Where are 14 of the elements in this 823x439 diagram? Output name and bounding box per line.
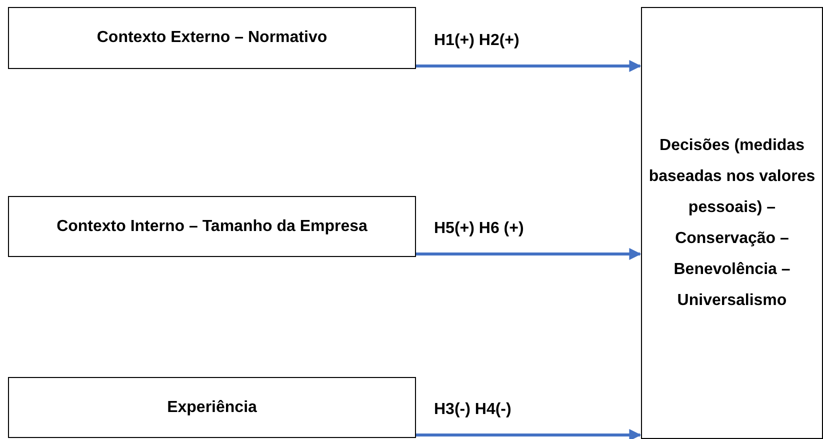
factor-box xyxy=(8,7,416,69)
arrow xyxy=(416,60,642,72)
edge-label: H5(+) H6 (+) xyxy=(432,220,526,238)
outcome-box xyxy=(641,7,823,439)
edge-label: H3(-) H4(-) xyxy=(432,401,514,419)
factor-box xyxy=(8,196,416,257)
arrow xyxy=(416,429,642,439)
node-text: Contexto Interno – Tamanho da Empresa xyxy=(56,216,368,236)
node-text: Decisões (medidas baseadas nos valores pessoais) – Conservação – Benevolência – Universalismo xyxy=(648,136,816,311)
factor-box xyxy=(8,377,416,438)
edge-label: H1(+) H2(+) xyxy=(432,32,522,50)
arrow xyxy=(416,248,642,260)
node-text: Experiência xyxy=(167,398,257,418)
node-text: Contexto Externo – Normativo xyxy=(96,28,328,48)
